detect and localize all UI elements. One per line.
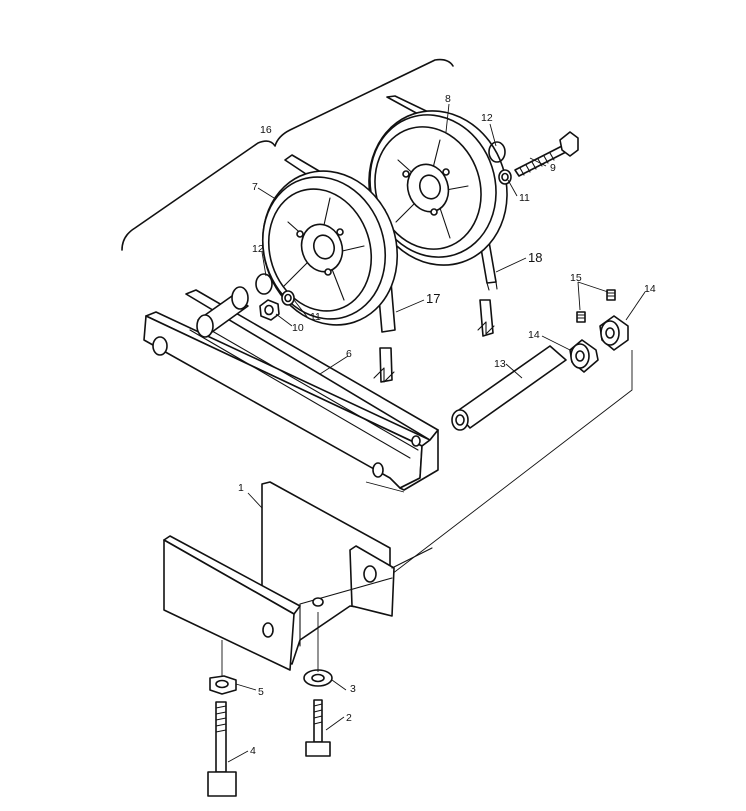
bolt-4 — [207, 701, 237, 797]
callout-6: 6 — [346, 348, 352, 360]
sheave-8 — [368, 110, 508, 266]
wire-17-cut-end — [373, 347, 395, 383]
callout-12-front: 12 — [252, 243, 264, 255]
bracket-1 — [163, 481, 433, 671]
assembly-brace — [121, 58, 454, 251]
callout-1: 1 — [238, 482, 244, 494]
callout-12-back: 12 — [481, 112, 493, 124]
callout-5: 5 — [258, 686, 264, 698]
nut-10 — [259, 299, 280, 321]
nut-5 — [209, 675, 237, 695]
callout-4: 4 — [250, 745, 256, 757]
pin-13 — [451, 345, 567, 431]
callout-7: 7 — [252, 181, 258, 193]
callout-14-left: 14 — [528, 329, 540, 341]
callout-8: 8 — [445, 93, 451, 105]
callout-2: 2 — [346, 712, 352, 724]
callout-9: 9 — [550, 162, 556, 174]
leader-lines — [227, 103, 646, 763]
bolt-9 — [514, 131, 579, 177]
wire-18-cut-end — [477, 299, 495, 337]
callout-14-right: 14 — [644, 283, 656, 295]
callout-17: 17 — [426, 291, 440, 306]
callout-13: 13 — [494, 358, 506, 370]
washer-3 — [303, 669, 333, 687]
callout-16: 16 — [260, 124, 272, 136]
callout-11-front: 11 — [310, 311, 321, 323]
retaining-ring-12-back — [488, 141, 506, 163]
assembly-line-bolts — [221, 612, 319, 676]
set-screw-15-b — [606, 289, 616, 301]
shaft-collar-14-right — [599, 315, 629, 351]
sheave-7 — [261, 170, 399, 326]
bolt-2 — [305, 699, 331, 757]
set-screw-15-a — [576, 311, 586, 323]
shaft-front — [196, 286, 249, 338]
shaft-collar-14-left — [569, 339, 599, 373]
callout-3: 3 — [350, 683, 356, 695]
callout-10: 10 — [292, 322, 304, 334]
callout-11-back: 11 — [519, 192, 530, 204]
assembly-line-pin — [365, 350, 633, 575]
callout-18: 18 — [528, 250, 542, 265]
retaining-ring-12-front — [255, 273, 273, 295]
lock-washer-11-front — [281, 290, 295, 306]
callout-15: 15 — [570, 272, 582, 284]
frame-6 — [143, 289, 439, 491]
